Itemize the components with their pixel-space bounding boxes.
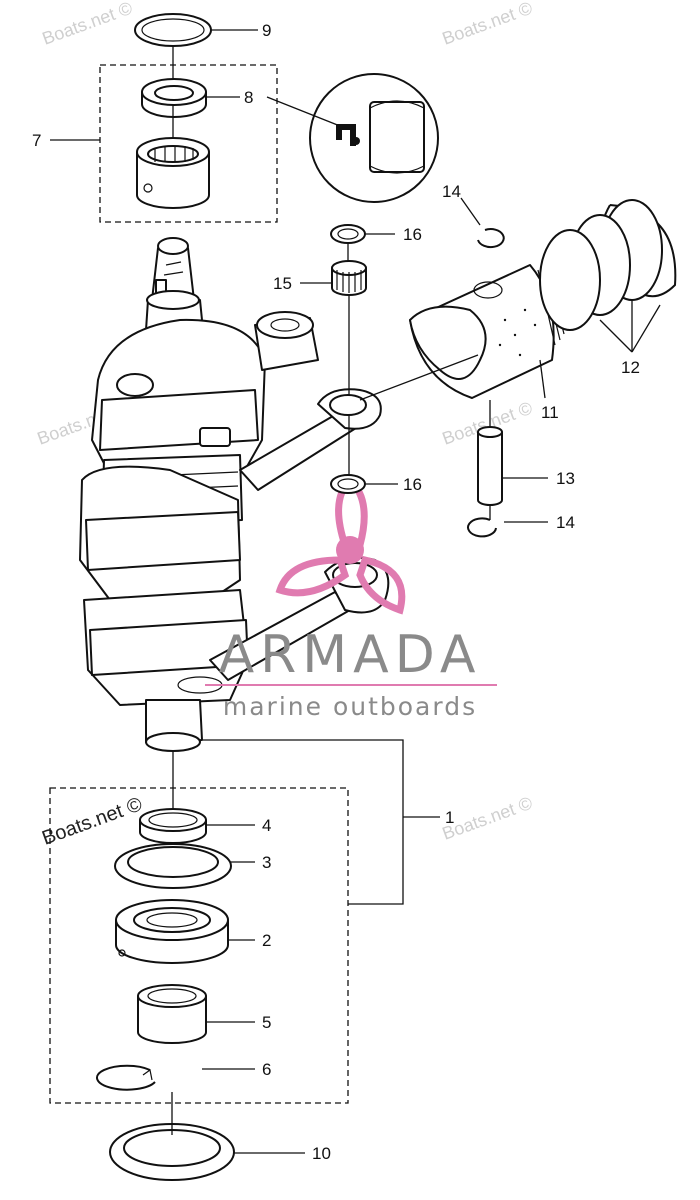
connecting-rod-upper bbox=[239, 388, 382, 491]
callout-4: 4 bbox=[262, 816, 271, 835]
part-2-ball-bearing bbox=[115, 899, 229, 964]
watermark-low-left: Boats.net © bbox=[39, 793, 145, 850]
callout-2: 2 bbox=[262, 931, 271, 950]
group-box-7 bbox=[99, 64, 278, 223]
brand-tagline: marine outboards bbox=[223, 692, 477, 721]
part-4-seal-ring bbox=[139, 808, 207, 844]
brand-name: ARMADA bbox=[219, 625, 482, 685]
part-11-piston bbox=[409, 264, 565, 399]
watermark-top-right: Boats.net © bbox=[440, 0, 535, 49]
callout-11: 11 bbox=[541, 403, 559, 422]
callout-numbers: 9 8 7 14 16 15 12 11 13 16 14 1 4 3 2 5 … bbox=[32, 21, 640, 1163]
lubrication-detail-inset bbox=[266, 73, 439, 203]
callout-15: 15 bbox=[273, 274, 292, 293]
part-10-thrust-washer bbox=[109, 1123, 235, 1181]
callout-9: 9 bbox=[262, 21, 271, 40]
callout-7: 7 bbox=[32, 131, 41, 150]
group-box-1 bbox=[49, 787, 349, 1104]
callout-3: 3 bbox=[262, 853, 271, 872]
part-13-piston-pin bbox=[477, 426, 503, 506]
part-16-thrust-washer-top bbox=[330, 224, 366, 244]
callout-6: 6 bbox=[262, 1060, 271, 1079]
callout-14-top: 14 bbox=[442, 182, 461, 201]
callout-13: 13 bbox=[556, 469, 575, 488]
armada-logo: ARMADA marine outboards bbox=[205, 475, 497, 721]
callout-14-bottom: 14 bbox=[556, 513, 575, 532]
part-3-washer bbox=[114, 843, 232, 889]
callout-12: 12 bbox=[621, 358, 640, 377]
crankshaft-assembly bbox=[79, 237, 319, 752]
part-5-bushing bbox=[137, 984, 207, 1044]
part-8-bearing-seal bbox=[141, 78, 207, 118]
callout-1: 1 bbox=[445, 808, 454, 827]
grease-icon bbox=[336, 124, 356, 146]
callout-5: 5 bbox=[262, 1013, 271, 1032]
part-14-circlip-top bbox=[477, 228, 505, 249]
part-15-small-end-bearing bbox=[331, 260, 367, 296]
callout-8: 8 bbox=[244, 88, 253, 107]
callout-10: 10 bbox=[312, 1144, 331, 1163]
part-9-oil-seal bbox=[134, 13, 212, 47]
callout-16-top: 16 bbox=[403, 225, 422, 244]
part-14-circlip-bottom bbox=[467, 517, 497, 538]
watermark-top-left: Boats.net © bbox=[40, 0, 135, 49]
part-6-snap-ring bbox=[96, 1064, 156, 1091]
part-16-thrust-washer-bottom bbox=[330, 474, 366, 494]
part-12-piston-rings bbox=[539, 199, 677, 353]
axis-lines bbox=[171, 46, 491, 1135]
leader-lines bbox=[50, 29, 548, 1154]
callout-16-bottom: 16 bbox=[403, 475, 422, 494]
part-7-needle-bearing bbox=[136, 137, 210, 209]
